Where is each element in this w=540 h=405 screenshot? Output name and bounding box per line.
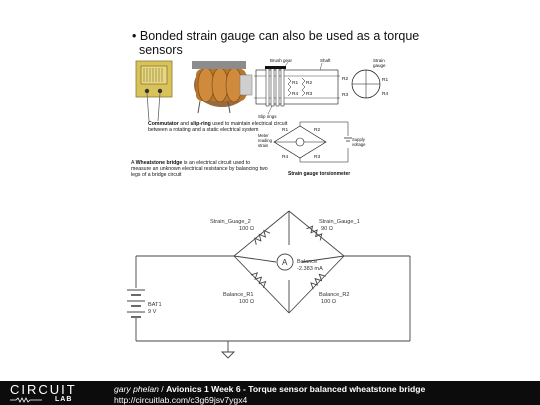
title-line-1: Bonded strain gauge can also be used as … <box>139 29 420 43</box>
footer-title-line: gary phelan / Avionics 1 Week 6 - Torque… <box>114 384 425 394</box>
wheatstone-bold: Wheatstone bridge <box>135 160 183 166</box>
commutator-photo <box>192 61 253 114</box>
battery-value: 9 V <box>148 309 157 315</box>
ammeter-balance[interactable]: A <box>276 253 294 271</box>
footer-bar <box>0 381 540 405</box>
gauge-r1: R1 <box>382 77 388 83</box>
balance-r2-name: Balance_R2 <box>319 292 349 298</box>
commutator-bold: Commutator <box>148 121 179 127</box>
footer-circuit-title: Avionics 1 Week 6 - Torque sensor balanc… <box>166 384 426 394</box>
shaft-r2: R2 <box>306 80 312 86</box>
bridge-r4: R4 <box>282 154 288 160</box>
shaft-r4: R4 <box>292 91 298 97</box>
torsionmeter-bridge-diagram: R1 R2 R4 R3 Meter reading strain Supply … <box>258 121 366 177</box>
slip-rings-label: Slip rings <box>258 114 277 119</box>
gauge-gauge-label: gauge <box>373 63 386 68</box>
bridge-r2: R2 <box>314 127 320 133</box>
brush-gear-label: Brush gear <box>270 58 293 63</box>
resistor-balance-r1[interactable] <box>250 271 268 288</box>
circuitlab-logo-lab: LAB <box>55 396 73 403</box>
strain-gauge-2-name: Strain_Guage_2 <box>210 219 251 225</box>
slip-ring-bold: slip-ring <box>190 121 211 127</box>
photo-illustrations <box>135 60 253 122</box>
balance-r1-name: Balance_R1 <box>223 292 253 298</box>
balance-value: -2.383 mA <box>297 266 323 272</box>
footer-separator: / <box>158 384 167 394</box>
gauge-cross-section: Strain gauge R2 R1 R3 R4 <box>342 58 388 99</box>
shaft-r1: R1 <box>292 80 298 86</box>
gauge-r3: R3 <box>342 92 348 98</box>
supply-label: Supply <box>352 137 366 142</box>
resistor-strain-gauge-1[interactable] <box>306 224 324 241</box>
gauge-r4: R4 <box>382 91 388 97</box>
meter-label: Meter <box>258 133 269 138</box>
battery-name: BAT1 <box>148 302 162 308</box>
wheatstone-prefix: A <box>131 160 136 166</box>
strain-gauge-1-value: 90 Ω <box>321 226 333 232</box>
shaft-r3: R3 <box>306 91 312 97</box>
footer-author-link[interactable]: gary phelan <box>114 384 159 394</box>
balance-name: Balance <box>297 259 317 265</box>
battery-bat1[interactable] <box>127 289 145 318</box>
strain-gauge-photo <box>135 60 173 122</box>
circuitlab-logo-mark-icon <box>10 397 42 403</box>
bullet-glyph: • <box>132 29 137 43</box>
title-line-2: sensors <box>138 43 183 57</box>
commutator-description: Commutator and slip-ring used to maintai… <box>148 121 288 133</box>
ammeter-wires <box>233 255 345 263</box>
strain-gauge-2-value: 100 Ω <box>239 226 254 232</box>
footer-url-link[interactable]: http://circuitlab.com/c3g69jsv7ygx4 <box>114 395 248 405</box>
slide-title: • Bonded strain gauge can also be used a… <box>132 29 419 57</box>
wheatstone-rest: is an electrical circuit used to measure… <box>131 160 268 179</box>
circuitlab-logo[interactable]: CIRCUIT <box>10 382 77 397</box>
balance-r2-value: 100 Ω <box>321 299 336 305</box>
voltage-label: voltage <box>352 142 366 147</box>
torsionmeter-caption: Strain gauge torsionmeter <box>288 171 350 177</box>
commutator-rest: used to maintain electrical circuit betw… <box>148 121 288 134</box>
strain-gauge-1-name: Strain_Gauge_1 <box>319 219 360 225</box>
ground-symbol-icon <box>220 351 236 359</box>
resistor-balance-r2[interactable] <box>309 272 326 290</box>
shaft-label: Shaft <box>320 58 331 63</box>
slip-ring-stack <box>265 66 286 107</box>
reading-label: reading <box>258 138 273 143</box>
wheatstone-description: A Wheatstone bridge is an electrical cir… <box>131 160 271 179</box>
ammeter-symbol-icon: A <box>282 258 288 267</box>
bridge-r1: R1 <box>282 127 288 133</box>
commutator-and: and <box>178 121 191 127</box>
gauge-r2: R2 <box>342 76 348 82</box>
circuit-schematic: A Strain_Guage_2 100 Ω Strain_Gauge_1 90… <box>127 210 411 359</box>
circuit-wires <box>135 210 411 352</box>
strain-label: strain <box>258 143 269 148</box>
balance-r1-value: 100 Ω <box>239 299 254 305</box>
resistor-strain-gauge-2[interactable] <box>252 229 271 245</box>
bridge-r3: R3 <box>314 154 320 160</box>
shaft-diagram: Brush gear Shaft R1 R2 R4 R3 Slip rings <box>254 58 340 119</box>
gauge-strain-label: Strain <box>373 58 385 63</box>
